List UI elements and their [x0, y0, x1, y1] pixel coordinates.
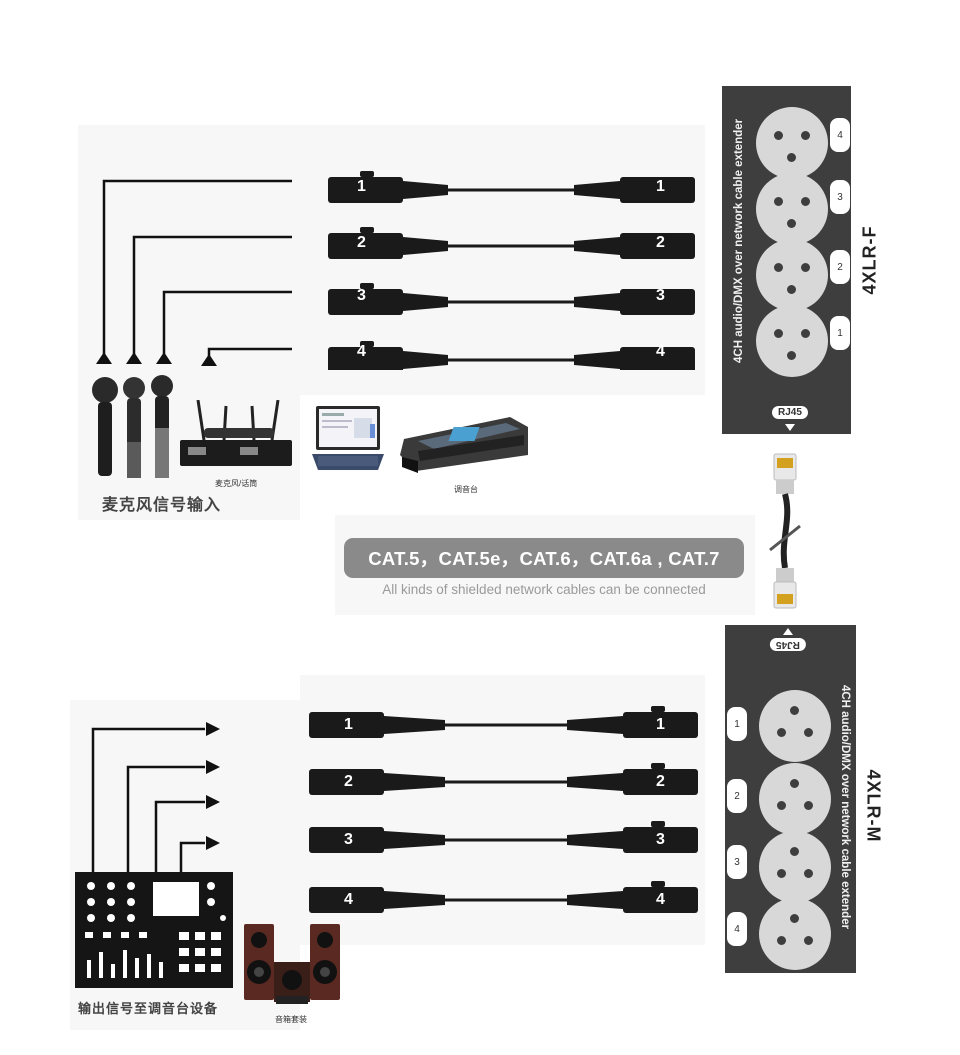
wireless-receiver-image — [180, 400, 292, 466]
bottom-cables — [309, 706, 698, 913]
bottom-cable-1 — [309, 706, 698, 738]
bottom-rj45-label: RJ45 — [770, 638, 806, 651]
bottom-cable-3 — [309, 821, 698, 853]
cable-types-badge: CAT.5，CAT.5e，CAT.6，CAT.6a , CAT.7 — [344, 538, 744, 578]
bottom-cable-2-right-label: 2 — [656, 773, 665, 790]
wireless-label: 麦克风/话筒 — [215, 479, 258, 488]
top-cable-2-right-label: 2 — [656, 234, 665, 251]
top-cable-3-left-label: 3 — [357, 287, 366, 304]
top-xlr-port-1 — [756, 305, 828, 377]
input-caption: 麦克风信号输入 — [102, 497, 222, 514]
bottom-xlr-port-4 — [759, 898, 831, 970]
extender-bottom-model: 4XLR-M — [863, 769, 884, 843]
bottom-port-label-4: 4 — [727, 912, 747, 946]
top-rj45-label: RJ45 — [772, 406, 808, 419]
bottom-xlr-port-3 — [759, 831, 831, 903]
top-cable-2-left-label: 2 — [357, 234, 366, 251]
bottom-cable-4 — [309, 881, 698, 913]
rj45-cable-image — [769, 453, 801, 609]
top-cable-1-left-label: 1 — [357, 178, 366, 195]
top-cables — [328, 171, 695, 370]
bottom-cable-2-left-label: 2 — [344, 773, 353, 790]
bottom-port-label-1: 1 — [727, 707, 747, 741]
top-xlr-port-4 — [756, 107, 828, 179]
top-cable-4-left-label: 4 — [357, 343, 366, 360]
bottom-cable-2 — [309, 763, 698, 795]
mixing-console-image — [400, 417, 528, 473]
top-rj45-arrow-icon — [785, 424, 795, 431]
top-port-label-2: 2 — [830, 250, 850, 284]
top-port-label-4: 4 — [830, 118, 850, 152]
bottom-rj45-arrow-icon — [783, 628, 793, 635]
top-cable-4-right-label: 4 — [656, 343, 665, 360]
speakers-image — [244, 924, 340, 1004]
extender-bottom-description: 4CH audio/DMX over network cable extende… — [839, 684, 851, 930]
bottom-cable-3-left-label: 3 — [344, 831, 353, 848]
cable-note: All kinds of shielded network cables can… — [382, 582, 706, 597]
bottom-cable-3-right-label: 3 — [656, 831, 665, 848]
top-port-label-1: 1 — [830, 316, 850, 350]
extender-top-model: 4XLR-F — [859, 225, 880, 295]
output-caption: 输出信号至调音台设备 — [78, 1001, 219, 1016]
extender-top-description: 4CH audio/DMX over network cable extende… — [733, 118, 745, 363]
top-cable-3 — [328, 283, 695, 315]
top-cable-2 — [328, 227, 695, 259]
input-signal-lines — [96, 179, 292, 366]
microphones-image — [92, 375, 173, 478]
top-cable-4 — [328, 341, 695, 370]
speaker-label: 音箱套装 — [275, 1015, 307, 1024]
bottom-cable-1-left-label: 1 — [344, 716, 353, 733]
bottom-cable-4-left-label: 4 — [344, 891, 353, 908]
bottom-port-label-2: 2 — [727, 779, 747, 813]
bottom-xlr-port-2 — [759, 763, 831, 835]
bottom-xlr-port-1 — [759, 690, 831, 762]
bottom-cable-1-right-label: 1 — [656, 716, 665, 733]
top-xlr-port-3 — [756, 173, 828, 245]
top-cable-1-right-label: 1 — [656, 178, 665, 195]
output-mixer-image — [75, 872, 233, 988]
top-xlr-port-2 — [756, 239, 828, 311]
top-cable-3-right-label: 3 — [656, 287, 665, 304]
mixer-label: 调音台 — [454, 485, 478, 494]
output-signal-lines — [91, 722, 220, 875]
bottom-port-label-3: 3 — [727, 845, 747, 879]
top-cable-1 — [328, 171, 695, 203]
bottom-cable-4-right-label: 4 — [656, 891, 665, 908]
top-port-label-3: 3 — [830, 180, 850, 214]
laptop-image — [312, 406, 384, 470]
